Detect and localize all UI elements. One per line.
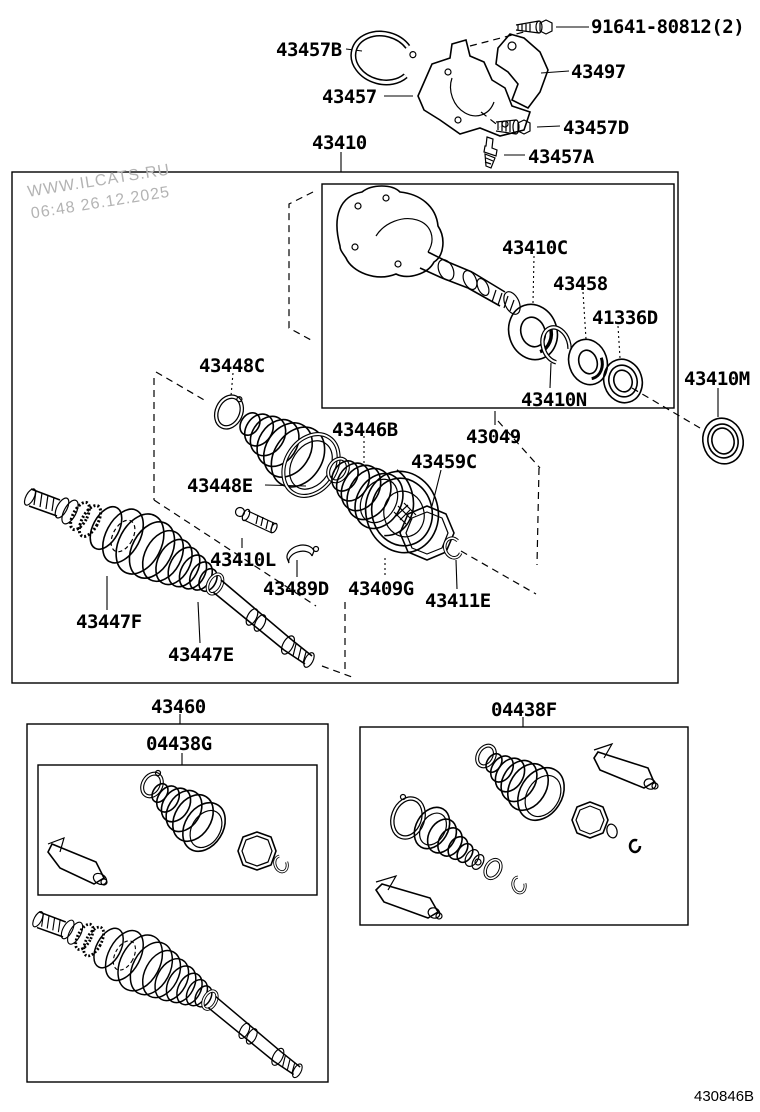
axle-shaft-sketch xyxy=(23,488,315,668)
bracket-sketch-43497 xyxy=(495,33,549,110)
callout-43497: 43497 xyxy=(571,61,626,83)
construction-lines xyxy=(153,31,701,678)
snap-ring-sketch-43410N xyxy=(540,325,572,365)
retainer-clip-sketch-43457B xyxy=(350,30,417,86)
axle-shaft-sketch-2 xyxy=(29,908,306,1081)
boot-kit-sketch-04438F xyxy=(374,742,659,920)
leader-lines xyxy=(106,26,719,765)
callout-43460: 43460 xyxy=(151,696,206,718)
callout-43459C: 43459C xyxy=(411,451,477,473)
bolt-sketch-91641 xyxy=(515,19,553,35)
callout-91641-80812: 91641-80812(2) xyxy=(591,16,745,38)
callout-43489D: 43489D xyxy=(263,578,329,600)
callout-43446B: 43446B xyxy=(332,419,398,441)
callout-43457: 43457 xyxy=(322,86,377,108)
callout-04438G: 04438G xyxy=(146,733,212,755)
boot-sketch-43446B xyxy=(326,456,404,530)
assembly-box-43410 xyxy=(11,171,679,684)
bearing-bracket-sketch-43457 xyxy=(417,39,532,137)
clip-sketch-43489D xyxy=(286,544,320,564)
ring-sketch-43410M xyxy=(701,417,745,465)
callout-43457D: 43457D xyxy=(563,117,629,139)
callout-43448E: 43448E xyxy=(187,475,253,497)
callout-43411E: 43411E xyxy=(425,590,491,612)
callout-43410N: 43410N xyxy=(521,389,587,411)
callout-43447E: 43447E xyxy=(168,644,234,666)
inboard-shaft-sketch xyxy=(336,185,521,315)
stud-sketch-43457A xyxy=(483,136,498,169)
callout-43457A: 43457A xyxy=(528,146,594,168)
kit-box-43460 xyxy=(26,723,329,1083)
snap-ring-sketch-43411E xyxy=(442,536,464,560)
oil-seal-sketch-41336D xyxy=(602,358,644,404)
callout-41336D: 41336D xyxy=(592,307,658,329)
kit-box-04438F xyxy=(359,726,689,926)
subassembly-box-43049 xyxy=(321,183,675,409)
callout-04438F: 04438F xyxy=(491,699,557,721)
callout-43049: 43049 xyxy=(466,426,521,448)
clamp-sketch-43448C xyxy=(213,394,245,430)
callout-43458: 43458 xyxy=(553,273,608,295)
boot-kit-sketch-04438G xyxy=(47,769,289,886)
callout-43410M: 43410M xyxy=(684,368,750,390)
callout-43410C: 43410C xyxy=(502,237,568,259)
callout-43457B: 43457B xyxy=(276,39,342,61)
bolt-sketch-43457D xyxy=(495,119,531,135)
kit-inner-box-04438G xyxy=(37,764,318,896)
callout-43410L: 43410L xyxy=(210,549,276,571)
drawing-code: 430846B xyxy=(694,1088,755,1105)
callout-43410: 43410 xyxy=(312,132,367,154)
bolt-sketch-43410L xyxy=(234,506,278,534)
cover-sketch-43459C xyxy=(399,505,455,561)
callout-43447F: 43447F xyxy=(76,611,142,633)
callout-43409G: 43409G xyxy=(348,578,414,600)
callout-43448C: 43448C xyxy=(199,355,265,377)
bearing-sketch-43458 xyxy=(567,338,609,386)
